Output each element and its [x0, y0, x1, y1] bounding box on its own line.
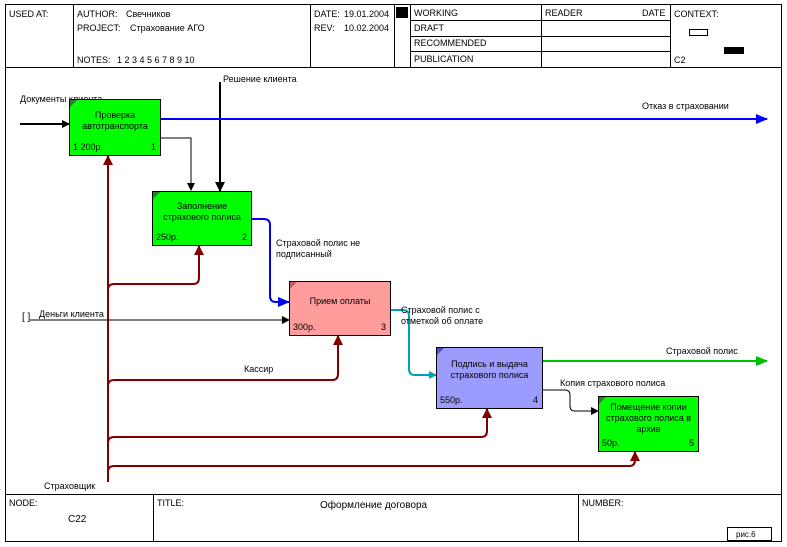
box-corner-mark — [437, 348, 444, 355]
rev-label: REV: — [314, 23, 335, 33]
diagram-title: Оформление договора — [320, 500, 428, 511]
activity-name: Помещение копии страхового полиса в архи… — [605, 402, 692, 434]
reader-date-label: DATE — [642, 8, 666, 18]
arrow-box1-to-box2 — [160, 137, 195, 191]
activity-number: 4 — [532, 395, 538, 405]
author-label: AUTHOR: — [77, 9, 118, 19]
label-unsigned-policy: Страховой полис не подписанный — [276, 238, 361, 259]
arrow-paid-policy — [390, 309, 437, 379]
box-corner-mark — [290, 282, 297, 289]
label-refusal: Отказ в страховании — [642, 101, 729, 111]
reader-label: READER — [545, 8, 583, 18]
activity-cost: 50р. — [602, 438, 620, 448]
node-value: C22 — [68, 514, 87, 525]
title-label: TITLE: — [157, 498, 185, 508]
mechanism-lines — [103, 155, 640, 482]
arrow-unsigned-policy — [251, 218, 290, 307]
label-policy: Страховой полис — [666, 346, 738, 356]
activity-cost: 250р. — [156, 232, 179, 242]
box-corner-mark — [70, 100, 77, 107]
context-node: C2 — [674, 55, 686, 65]
activity-cost: 300р. — [293, 322, 316, 332]
label-documents: Документы клиента — [20, 94, 103, 104]
node-label: NODE: — [9, 498, 38, 508]
label-policy-copy: Копия страхового полиса — [560, 378, 666, 388]
project-label: PROJECT: — [77, 23, 121, 33]
activity-name: Заполнение страхового полиса — [163, 201, 241, 222]
status-draft: DRAFT — [414, 23, 444, 33]
notes-label: NOTES: — [77, 55, 111, 65]
activity-number: 2 — [241, 232, 247, 242]
rev-value: 10.02.2004 — [344, 23, 390, 33]
label-client-decision: Решение клиента — [223, 74, 297, 84]
activity-name: Проверка автотранспорта — [82, 110, 148, 131]
number-label: NUMBER: — [582, 498, 624, 508]
date-value: 19.01.2004 — [344, 9, 390, 19]
date-label: DATE: — [314, 9, 340, 19]
context-label: CONTEXT: — [674, 9, 719, 19]
status-publication: PUBLICATION — [414, 54, 474, 64]
activity-name: Прием оплаты — [309, 296, 371, 306]
box-corner-mark — [599, 397, 606, 404]
activity-name: Подпись и выдача страхового полиса — [450, 359, 529, 380]
notes-value: 1 2 3 4 5 6 7 8 9 10 — [117, 55, 195, 65]
activity-box-2[interactable]: Заполнение страхового полиса 250р. 2 — [152, 191, 252, 246]
figure-label: рис.6 — [736, 530, 756, 539]
project-value: Страхование АГО — [130, 23, 205, 33]
activity-cost: 550р. — [440, 395, 463, 405]
activity-number: 1 — [150, 142, 156, 152]
label-client-money: Деньги клиента — [39, 309, 104, 319]
arrow-policy-copy — [543, 389, 599, 415]
activity-box-1[interactable]: Проверка автотранспорта 1 200р. 1 — [69, 99, 161, 156]
used-at-label: USED AT: — [9, 9, 49, 19]
tunnel-mark: [ ] — [22, 312, 31, 323]
activity-number: 5 — [688, 438, 694, 448]
activity-box-4[interactable]: Подпись и выдача страхового полиса 550р.… — [436, 347, 543, 409]
activity-box-5[interactable]: Помещение копии страхового полиса в архи… — [598, 396, 699, 452]
status-recommended: RECOMMENDED — [414, 38, 487, 48]
label-cashier: Кассир — [244, 364, 274, 374]
activity-number: 3 — [380, 322, 386, 332]
author-value: Свечников — [126, 9, 171, 19]
box-corner-mark — [153, 192, 160, 199]
activity-cost: 1 200р. — [73, 142, 104, 152]
label-insurer: Страховщик — [44, 481, 96, 491]
activity-box-3[interactable]: Прием оплаты 300р. 3 — [289, 281, 391, 336]
status-working: WORKING — [414, 8, 458, 18]
label-paid-policy: Страховой полис с отметкой об оплате — [401, 305, 484, 326]
